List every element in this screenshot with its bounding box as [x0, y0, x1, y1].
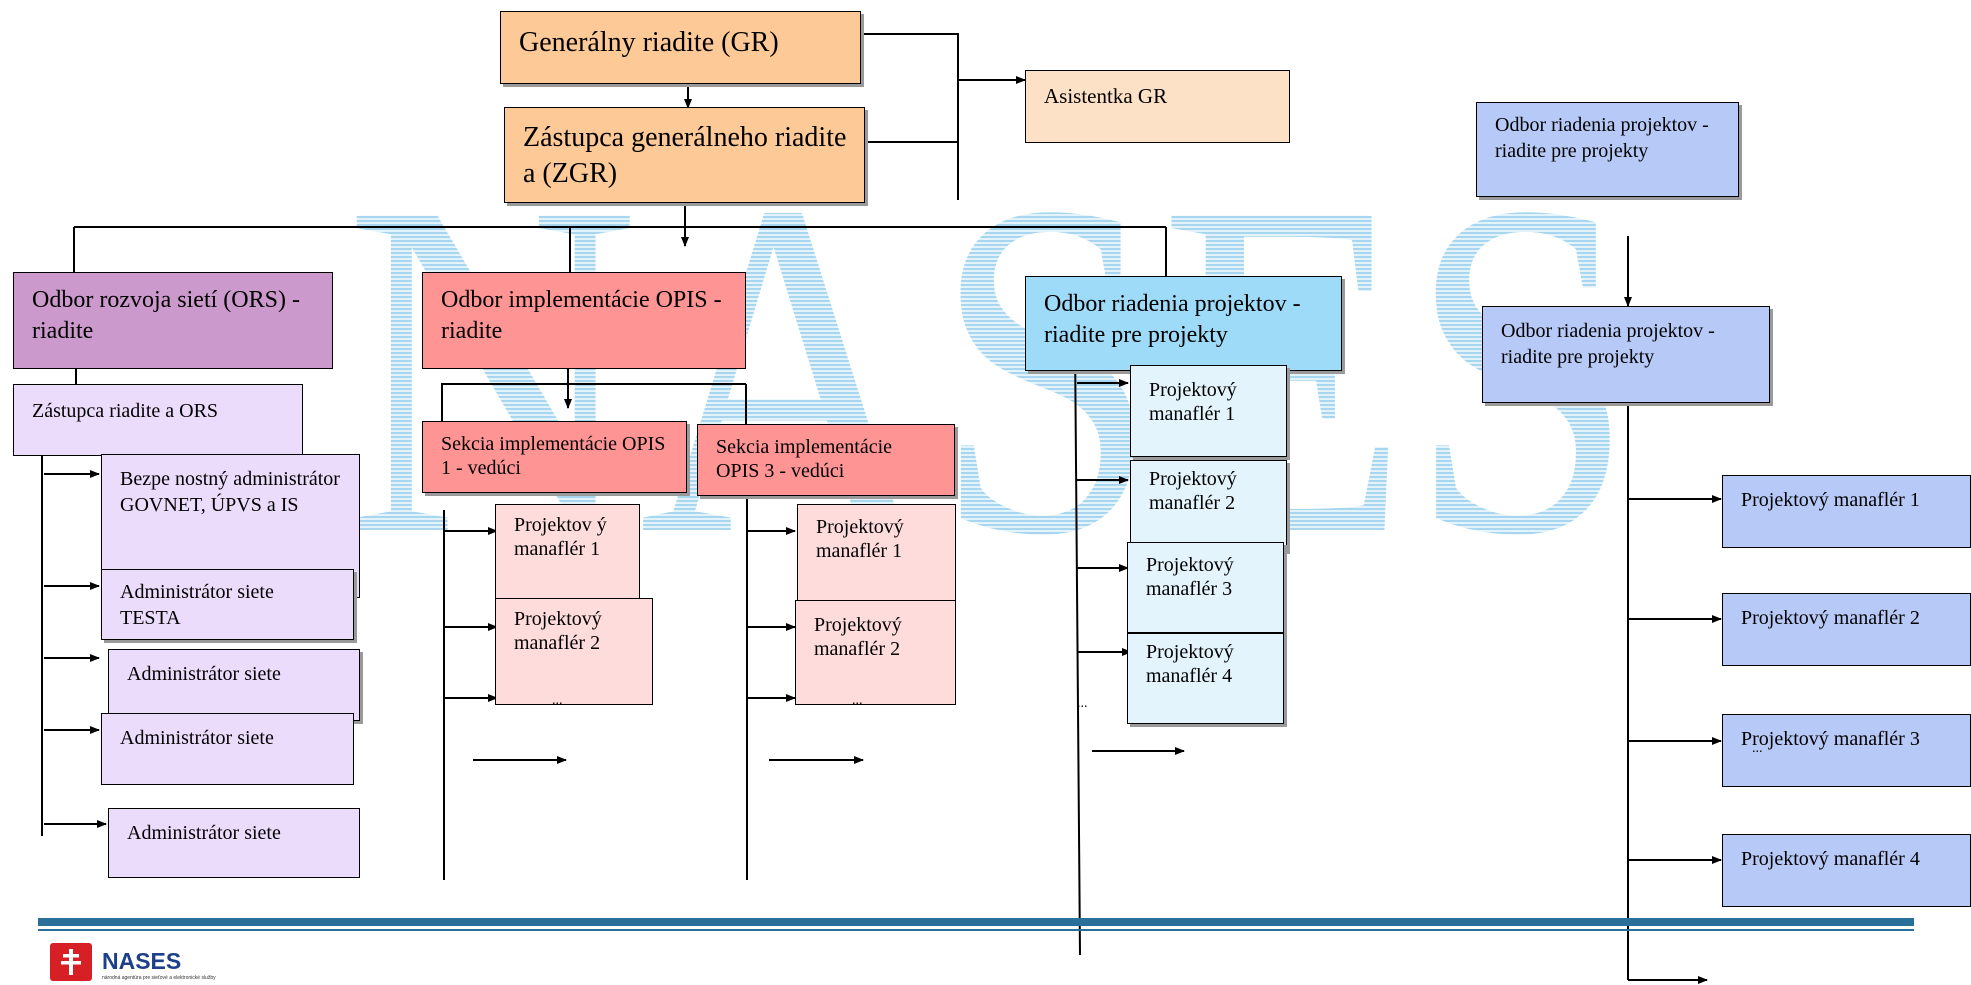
node-project-dept-top: Odbor riadenia projektov - riadite pre p…	[1476, 102, 1739, 197]
ellipsis-opis3: ...	[852, 693, 863, 708]
node-mid-pm-1: Projektový manaflér 1	[1130, 365, 1287, 457]
footer-rule	[38, 918, 1914, 926]
node-right-pm-3: Projektový manaflér 3	[1722, 714, 1971, 787]
node-opis3-pm-2: Projektový manaflér 2	[795, 600, 956, 705]
node-network-dept: Odbor rozvoja sietí (ORS) - riadite	[13, 272, 333, 369]
node-opis-dept: Odbor implementácie OPIS - riadite	[422, 272, 746, 369]
node-general-director: Generálny riadite (GR)	[500, 11, 861, 84]
node-opis1-pm-2: Projektový manaflér 2	[495, 598, 653, 705]
node-right-pm-4: Projektový manaflér 4	[1722, 834, 1971, 907]
logo-subtitle: národná agentúra pre sieťové a elektroni…	[102, 975, 216, 981]
double-cross-emblem-icon	[50, 943, 92, 981]
node-right-pm-2: Projektový manaflér 2	[1722, 593, 1971, 666]
node-testa-admin: Administrátor siete TESTA	[101, 569, 354, 640]
node-opis-section-3: Sekcia implementácie OPIS 3 - vedúci	[697, 424, 955, 496]
node-opis3-pm-1: Projektový manaflér 1	[797, 504, 956, 602]
node-project-dept-mid: Odbor riadenia projektov - riadite pre p…	[1025, 276, 1342, 371]
ellipsis-mid: ...	[1077, 696, 1088, 711]
node-mid-pm-2: Projektový manaflér 2	[1130, 460, 1287, 551]
node-opis1-pm-1: Projektov ý manaflér 1	[495, 504, 640, 616]
ellipsis-opis1: ...	[552, 693, 563, 708]
node-project-dept-right: Odbor riadenia projektov - riadite pre p…	[1482, 306, 1770, 403]
nases-logo: NASES národná agentúra pre sieťové a ele…	[50, 943, 216, 981]
node-network-admin-1: Administrátor siete	[108, 649, 360, 721]
footer-rule-thin	[38, 929, 1914, 931]
node-assistant: Asistentka GR	[1025, 70, 1290, 143]
ellipsis-right: ...	[1752, 741, 1763, 756]
logo-wordmark: NASES národná agentúra pre sieťové a ele…	[102, 948, 216, 981]
node-deputy-general-director: Zástupca generálneho riadite a (ZGR)	[504, 107, 865, 203]
node-mid-pm-3: Projektový manaflér 3	[1127, 542, 1284, 633]
node-right-pm-1: Projektový manaflér 1	[1722, 475, 1971, 548]
node-network-admin-3: Administrátor siete	[108, 808, 360, 878]
node-network-admin-2: Administrátor siete	[101, 713, 354, 785]
node-ors-deputy: Zástupca riadite a ORS	[13, 384, 303, 456]
node-opis-section-1: Sekcia implementácie OPIS 1 - vedúci	[422, 421, 687, 493]
node-mid-pm-4: Projektový manaflér 4	[1127, 633, 1284, 724]
